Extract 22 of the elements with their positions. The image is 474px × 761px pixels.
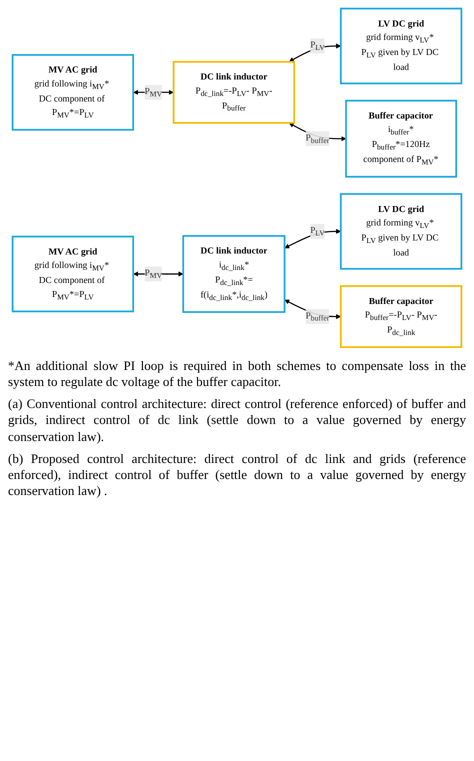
arrow xyxy=(288,44,342,62)
edge-label: P$_{buffer}$ xyxy=(306,310,330,322)
edge-label: P$_{LV}$ xyxy=(310,40,325,52)
node-box: MV AC grid grid following i$_{MV}$* DC component of P$_{MV}$*=P$_{LV}$ xyxy=(12,54,134,131)
edge-label: P$_{LV}$ xyxy=(310,226,325,238)
arrow xyxy=(288,122,346,142)
node-box: Buffer capacitor P$_{buffer}$=-P$_{LV}$- P$_{MV}$-P$_{dc_link}$ xyxy=(340,285,462,348)
footnote: *An additional slow PI loop is required in both schemes to compensate loss in the system to regulate dc voltage of the buffer capacitor. xyxy=(8,358,466,390)
node-box: LV DC grid grid forming v$_{LV}$* P$_{LV}$ given by LV DC load xyxy=(340,8,462,84)
edge-label: P$_{buffer}$ xyxy=(306,132,330,145)
figure-caption: (a) Conventional control architecture: direct control (reference enforced) of buffer and grids, indirect control of dc link (settle down to a value governed by energy conservation law). xyxy=(8,396,466,445)
node-box: LV DC grid grid forming v$_{LV}$* P$_{LV}$ given by LV DC load xyxy=(340,193,462,270)
node-box: DC link inductor i$_{dc_link}$* P$_{dc_link}$*= f(i$_{dc_link}$*,i$_{dc_link}$) xyxy=(182,235,286,313)
arrow xyxy=(284,300,342,320)
edge-label: P$_{MV}$ xyxy=(144,86,162,98)
node-box: DC link inductor P$_{dc_link}$=-P$_{LV}$- P$_{MV}$-P$_{buffer}$ xyxy=(172,60,296,124)
arrow xyxy=(133,271,184,277)
figure-caption: (b) Proposed control architecture: direct control of dc link and grids (reference enforced), indirect control of buffer (settle down to a value governed by energy conservation law) . xyxy=(8,450,466,500)
arrow xyxy=(284,228,342,248)
node-box: MV AC grid grid following i$_{MV}$* DC component of P$_{MV}$*=P$_{LV}$ xyxy=(12,236,134,312)
edge-label: P$_{MV}$ xyxy=(144,268,162,280)
node-box: Buffer capacitor i$_{buffer}$* P$_{buffer}$*=120Hz component of P$_{MV}$* xyxy=(345,100,458,178)
